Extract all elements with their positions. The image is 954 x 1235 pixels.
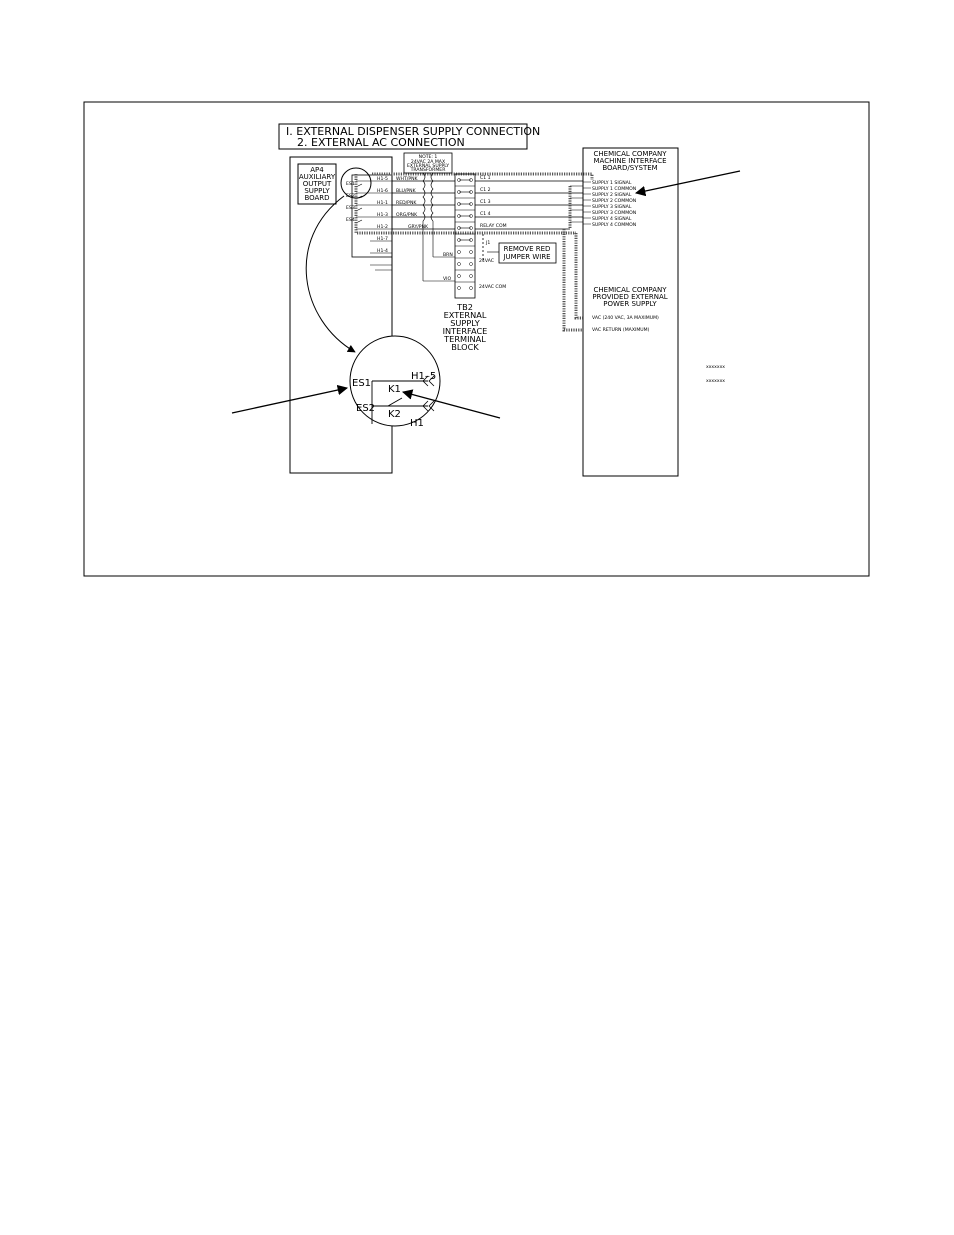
legend-item-1: xxxxxxx	[706, 365, 725, 370]
wire-vio: VIO	[443, 276, 451, 282]
tb2-output-label: C1 4	[480, 211, 491, 217]
tb2-output-label: C1 1	[480, 175, 491, 181]
supply-terminal-label: SUPPLY 4 SIGNAL	[592, 216, 632, 222]
zoom-detail-circle: ES1 ES2 K1 K2 H1–5 H1	[349, 335, 441, 429]
wire-color-label: BLU/PNK	[396, 188, 417, 194]
tb2-output-label: C1 3	[480, 199, 491, 205]
legend-item-2: xxxxxxx	[706, 379, 725, 384]
pin-label: H1-4	[377, 248, 388, 254]
ap4-label-4: SUPPLY	[304, 187, 330, 195]
chem-power-line-2: PROVIDED EXTERNAL	[592, 293, 667, 301]
harness-wires: WHT/PNK BLU/PNK RED/PNK ORG/PNK GRY/PNK	[354, 172, 594, 235]
zoom-h1: H1	[410, 418, 424, 429]
tb2-label-line: TERMINAL	[443, 334, 486, 344]
wire-color-label: ORG/PNK	[396, 212, 418, 218]
callout-arrow-es1	[231, 384, 349, 414]
wire-brn: BRN	[443, 252, 453, 258]
pin-label: H1-6	[377, 188, 388, 194]
es-label: ES1	[346, 181, 355, 187]
ap4-board: AP4 AUXILIARY OUTPUT SUPPLY BOARD H1-5 H…	[289, 156, 393, 474]
supply-terminals: SUPPLY 1 SIGNAL SUPPLY 1 COMMON SUPPLY 2…	[583, 180, 636, 228]
tb2-label-line: SUPPLY	[450, 318, 481, 328]
tb2-label: TB2 EXTERNAL SUPPLY INTERFACE TERMINAL B…	[443, 302, 488, 352]
tb2-output-wires: C1 1 C1 2 C1 3 C1 4 RELAY COM	[475, 175, 583, 332]
ap4-label-5: BOARD	[304, 194, 329, 202]
tb2-label-line: BLOCK	[451, 342, 479, 352]
supply-terminal-label: SUPPLY 2 SIGNAL	[592, 192, 632, 198]
vac24-label: 24VAC	[479, 258, 494, 264]
chem-interface-line-3: BOARD/SYSTEM	[602, 164, 657, 172]
supply-terminal-label: SUPPLY 1 COMMON	[592, 186, 636, 192]
zoom-es1: ES1	[352, 378, 371, 389]
remove-jumper-line-2: JUMPER WIRE	[502, 253, 550, 261]
transformer-line-1: NOTE: 1	[419, 154, 438, 160]
chem-power-line-1: CHEMICAL COMPANY	[594, 286, 668, 294]
pin-label: H1-3	[377, 212, 388, 218]
pin-label: H1-7	[377, 236, 388, 242]
vac24com-label: 24VAC COM	[479, 284, 506, 290]
es-label: ES3	[346, 205, 355, 211]
tb2-label-line: INTERFACE	[443, 326, 488, 336]
zoom-leader-arrow	[305, 195, 356, 353]
supply-terminal-label: SUPPLY 2 COMMON	[592, 198, 636, 204]
zoom-k2: K2	[388, 409, 401, 420]
wire-color-label: GRY/PNK	[408, 224, 429, 230]
ap4-label-3: OUTPUT	[303, 180, 332, 188]
shield-legend: xxxxxxx xxxxxxx	[706, 365, 725, 384]
tb2-terminal-block: J1 24VAC 24VAC COM	[454, 173, 506, 299]
zoom-h1-5: H1–5	[411, 371, 436, 382]
wire-color-label: WHT/PNK	[396, 176, 419, 182]
transformer-line-4: TRANSFORMER	[410, 167, 447, 173]
pin-label: H1-2	[377, 224, 388, 230]
tb2-output-label: RELAY COM	[480, 223, 507, 229]
ap4-label-1: AP4	[310, 166, 324, 174]
remove-jumper-note: REMOVE RED JUMPER WIRE	[487, 242, 557, 264]
supply-terminal-label: SUPPLY 1 SIGNAL	[592, 180, 632, 186]
ap4-pins: H1-5 H1-6 H1-1 H1-3 H1-2 H1-7 H1-4	[356, 176, 392, 271]
ap4-label-box	[297, 163, 337, 205]
callout-arrow-supply	[634, 170, 741, 197]
chemical-interface-board: CHEMICAL COMPANY MACHINE INTERFACE BOARD…	[582, 147, 679, 477]
note-line-1: I. EXTERNAL DISPENSER SUPPLY CONNECTION	[286, 125, 540, 138]
tb2-label-line: EXTERNAL	[444, 310, 487, 320]
remove-jumper-line-1: REMOVE RED	[504, 245, 551, 253]
ap4-label-2: AUXILIARY	[299, 173, 336, 181]
supply-terminal-label: SUPPLY 3 SIGNAL	[592, 204, 632, 210]
notes-box: I. EXTERNAL DISPENSER SUPPLY CONNECTION …	[278, 123, 540, 150]
tb2-label-line: TB2	[456, 302, 473, 312]
es-label: ES4	[346, 217, 355, 223]
external-transformer: NOTE: 1 24VAC 2A MAX EXTERNAL SUPPLY TRA…	[403, 152, 455, 282]
wire-color-label: RED/PNK	[396, 200, 417, 206]
transformer-line-2: 24VAC 2A MAX	[411, 159, 445, 165]
jumper-note: J1	[485, 240, 490, 246]
chem-power-vac: VAC (240 VAC, 3A MAXIMUM)	[592, 315, 659, 321]
callout-arrow-k1	[401, 389, 501, 419]
chem-power-vac-return: VAC RETURN (MAXIMUM)	[592, 327, 650, 333]
supply-terminal-label: SUPPLY 3 COMMON	[592, 210, 636, 216]
tb2-output-label: C1 2	[480, 187, 491, 193]
figure-frame	[83, 101, 870, 577]
chem-power-line-3: POWER SUPPLY	[603, 300, 657, 308]
es-label: ES2	[346, 193, 355, 199]
transformer-line-3: EXTERNAL SUPPLY	[407, 163, 449, 169]
chem-interface-line-1: CHEMICAL COMPANY	[594, 150, 668, 158]
supply-terminal-label: SUPPLY 4 COMMON	[592, 222, 636, 228]
zoom-k1: K1	[388, 384, 401, 395]
zoom-es2: ES2	[356, 403, 375, 414]
note-line-2: 2. EXTERNAL AC CONNECTION	[297, 136, 465, 149]
pin-label: H1-1	[377, 200, 388, 206]
chem-interface-line-2: MACHINE INTERFACE	[593, 157, 666, 165]
pin-label: H1-5	[377, 176, 388, 182]
